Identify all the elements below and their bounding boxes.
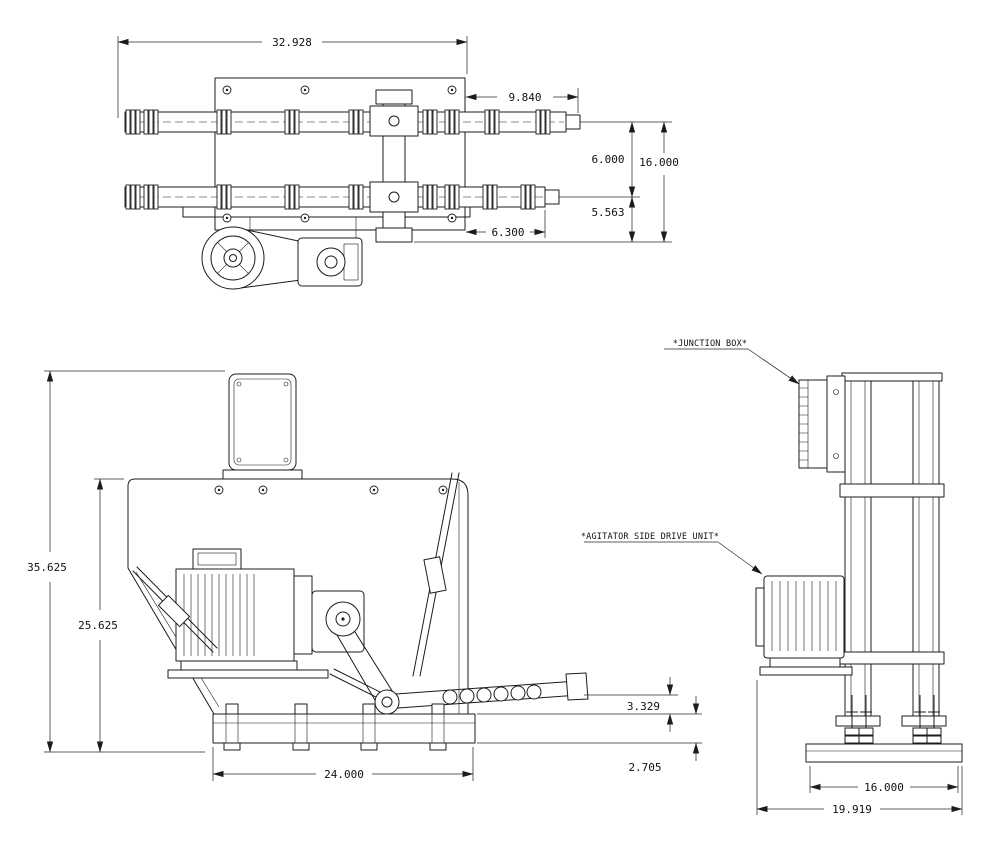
dim-front-body-height: 25.625 — [78, 478, 124, 753]
dim-text-overall-depth: 16.000 — [639, 156, 679, 169]
top-view-frame-plate — [182, 77, 471, 238]
dim-front-overall-height: 35.625 — [27, 370, 225, 753]
dim-text-chain-clearance: 3.329 — [627, 700, 660, 713]
dim-side-overall-width: 19.919 — [756, 680, 963, 816]
top-view-lower-chain-rail — [124, 184, 560, 210]
side-view-frame-columns — [835, 372, 947, 727]
dim-front-base-width: 24.000 — [212, 747, 474, 781]
dim-front-chain-clearance: 3.329 — [477, 677, 702, 732]
dim-top-rail-spacing: 6.000 — [559, 121, 672, 198]
dim-front-base-height: 2.705 — [477, 696, 702, 774]
dim-top-overall-width: 32.928 — [117, 36, 468, 118]
top-view: 32.928 9.840 6.000 5.563 16.000 — [117, 36, 679, 290]
agitator-drive-unit-label: *AGITATOR SIDE DRIVE UNIT* — [581, 532, 719, 542]
dim-top-chain-inset: 6.300 — [465, 210, 546, 239]
front-view-junction-box — [222, 373, 303, 480]
front-view-braces — [132, 472, 460, 701]
dim-text-right-extension: 9.840 — [508, 91, 541, 104]
front-view-base-plate — [212, 703, 476, 751]
top-view-drive-assembly — [201, 226, 363, 290]
label-agitator-drive-unit: *AGITATOR SIDE DRIVE UNIT* — [581, 532, 763, 575]
dim-text-rail-spacing: 6.000 — [591, 153, 624, 166]
dim-text-body-height: 25.625 — [78, 619, 118, 632]
dim-text-overall-width: 32.928 — [272, 36, 312, 49]
dim-text-frame-width: 16.000 — [864, 781, 904, 794]
dim-text-base-height: 2.705 — [628, 761, 661, 774]
side-view-junction-box — [798, 375, 846, 473]
top-view-upper-chain-rail — [124, 109, 581, 135]
dim-text-chain-inset: 6.300 — [491, 226, 524, 239]
dim-side-frame-width: 16.000 — [809, 766, 959, 794]
side-view: *JUNCTION BOX* *AGITATOR SIDE DRIVE UNIT… — [581, 339, 963, 816]
dim-top-right-extension: 9.840 — [465, 88, 579, 113]
dim-text-base-width: 24.000 — [324, 768, 364, 781]
side-view-motor — [755, 575, 853, 676]
dim-top-lower-offset: 5.563 — [414, 196, 672, 243]
front-view-gearbox-pulley — [311, 590, 365, 653]
front-view-motor — [167, 548, 329, 679]
dim-text-lower-offset: 5.563 — [591, 206, 624, 219]
side-view-base-plate — [805, 743, 963, 763]
label-junction-box: *JUNCTION BOX* — [664, 339, 800, 385]
front-view: 35.625 25.625 24.000 3.329 2.705 — [27, 370, 702, 781]
dim-text-overall-height: 35.625 — [27, 561, 67, 574]
front-view-chain-drive — [336, 631, 589, 715]
dim-top-overall-depth: 16.000 — [639, 121, 679, 243]
dim-text-overall-width: 19.919 — [832, 803, 872, 816]
top-view-center-gearbox — [369, 89, 419, 243]
junction-box-label: *JUNCTION BOX* — [673, 339, 747, 349]
